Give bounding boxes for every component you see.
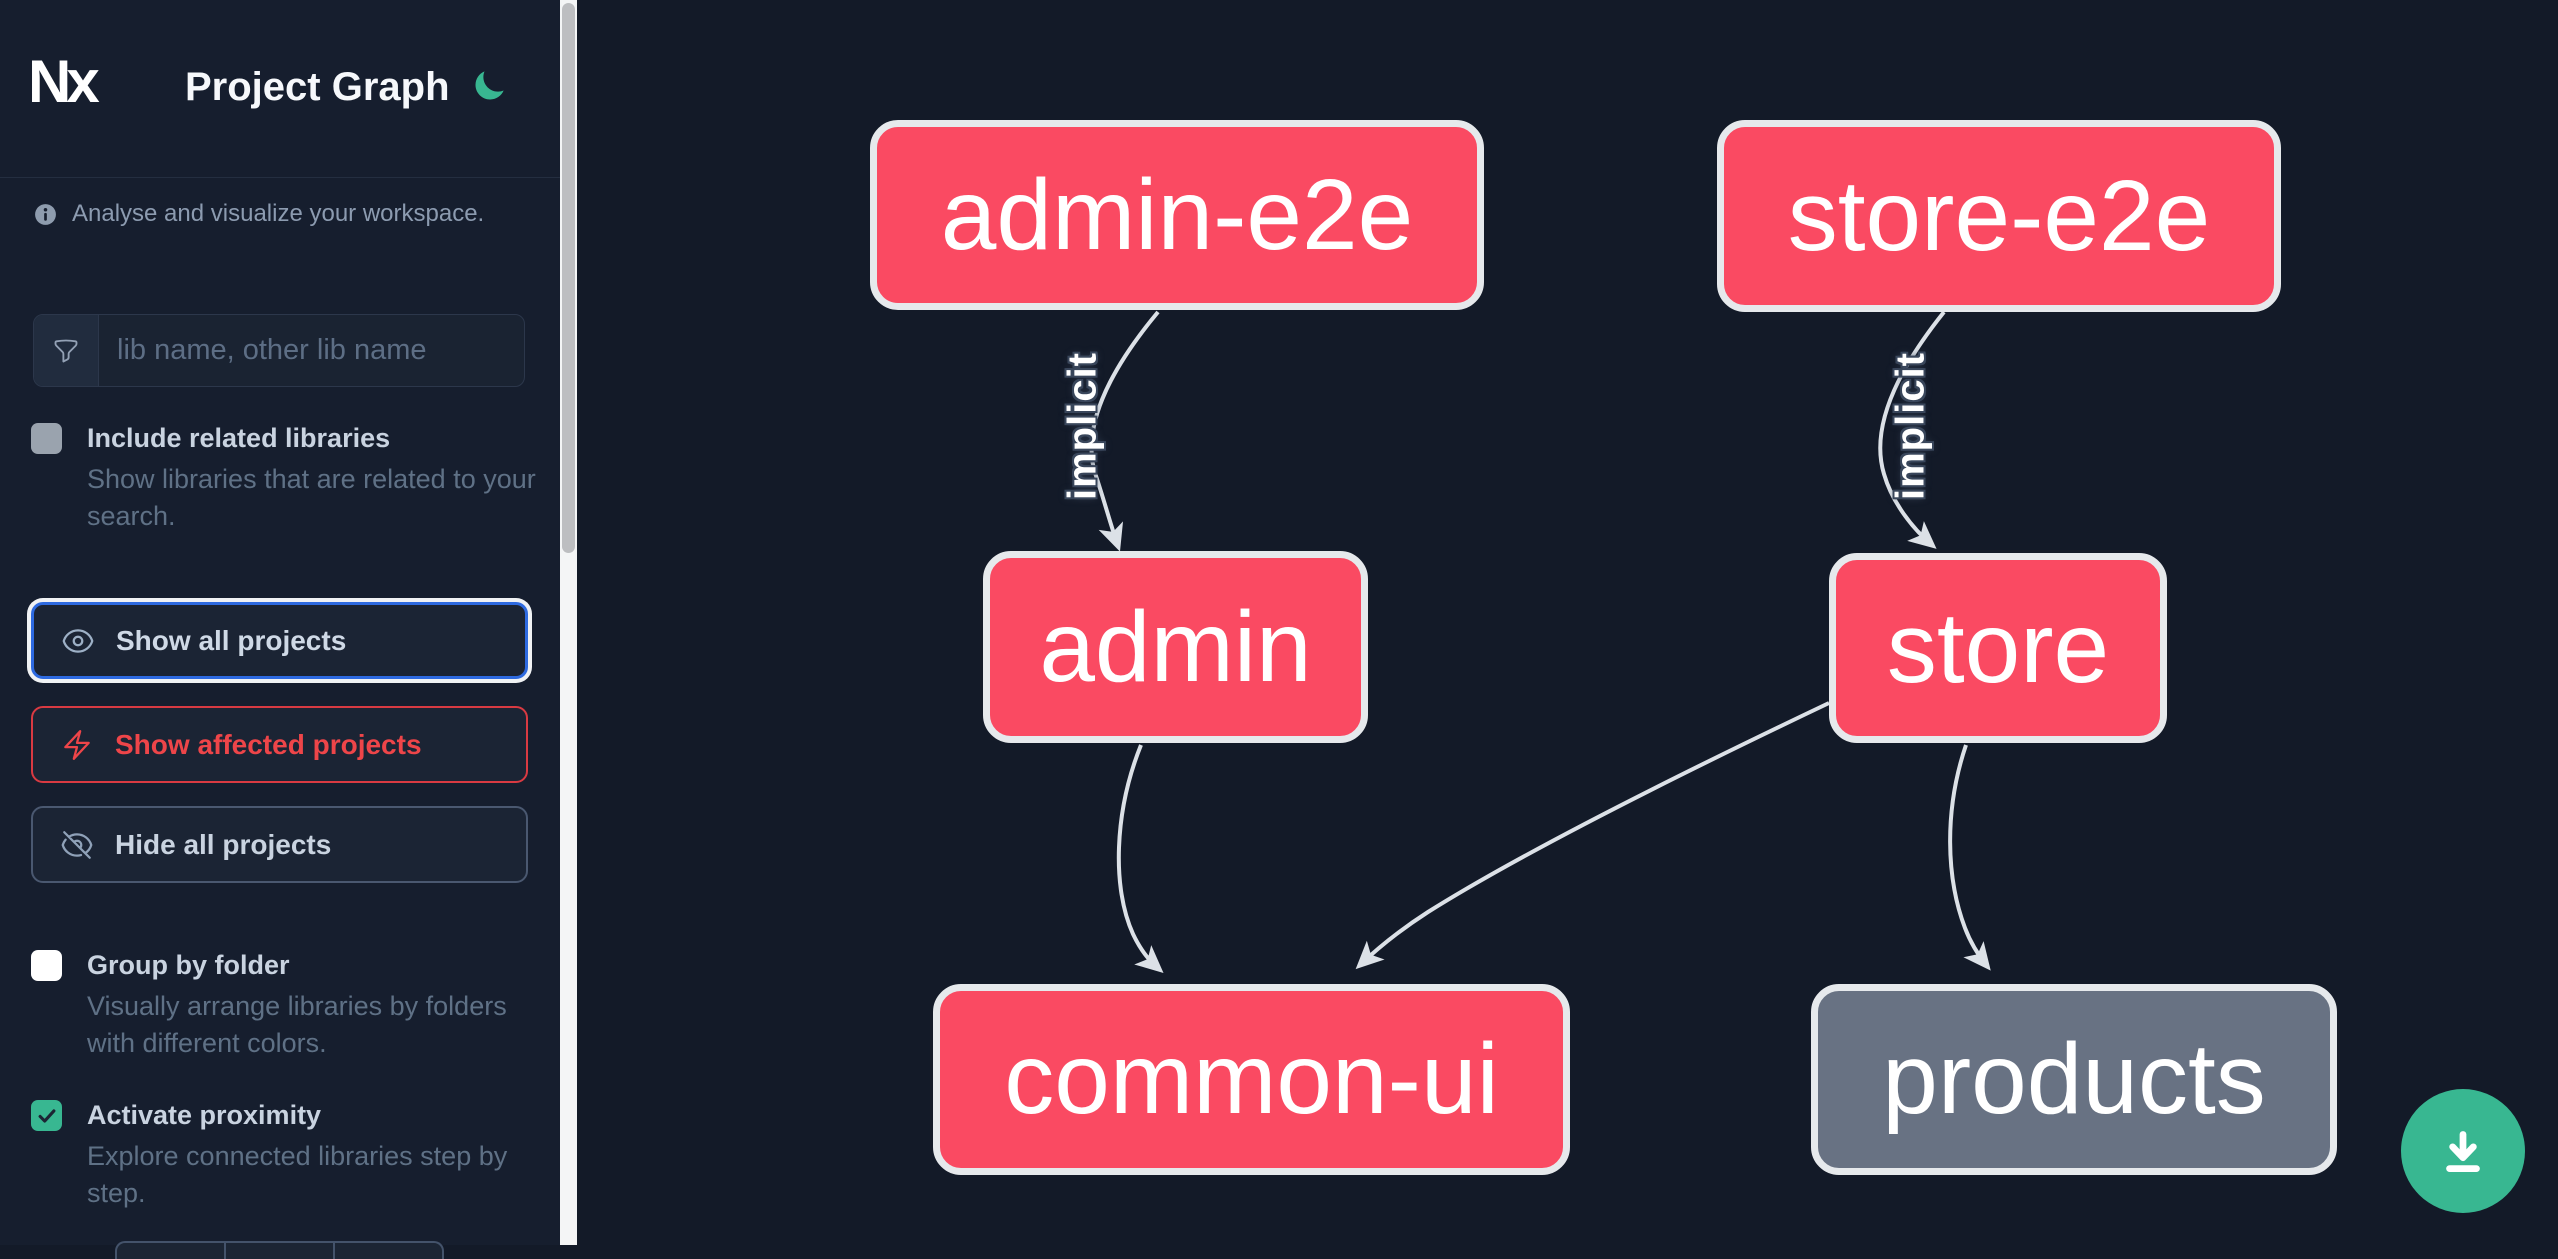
eye-slash-icon bbox=[60, 828, 94, 862]
toggle-description: Explore connected libraries step by step… bbox=[87, 1141, 508, 1208]
toggle-label: Group by folder bbox=[87, 950, 290, 980]
tagline-text: Analyse and visualize your workspace. bbox=[72, 200, 485, 227]
edge-label-implicit: implicit bbox=[1060, 351, 1105, 501]
eye-icon bbox=[61, 624, 95, 658]
download-button[interactable] bbox=[2401, 1089, 2525, 1213]
toggle-group-by-folder[interactable]: Group by folder Visually arrange librari… bbox=[31, 948, 531, 1062]
node-admin-e2e[interactable]: admin-e2e bbox=[870, 120, 1484, 310]
info-icon bbox=[35, 203, 56, 225]
node-store[interactable]: store bbox=[1829, 553, 2167, 743]
hide-all-projects-button[interactable]: Hide all projects bbox=[31, 806, 528, 883]
stepper-value bbox=[224, 1243, 333, 1259]
funnel-icon bbox=[34, 315, 99, 386]
proximity-stepper-partial[interactable] bbox=[115, 1241, 444, 1259]
search-box bbox=[33, 314, 525, 387]
toggle-include-related[interactable]: Include related libraries Show libraries… bbox=[31, 421, 536, 535]
node-common-ui[interactable]: common-ui bbox=[933, 984, 1570, 1175]
button-label: Show affected projects bbox=[115, 728, 422, 760]
edge-label-implicit: implicit bbox=[1888, 351, 1933, 501]
nx-logo: Nx bbox=[28, 48, 100, 115]
stepper-decrement[interactable] bbox=[117, 1243, 224, 1259]
sidebar-header: Nx Project Graph bbox=[0, 0, 560, 177]
sidebar-scrollbar-thumb[interactable] bbox=[562, 3, 575, 553]
show-affected-projects-button[interactable]: Show affected projects bbox=[31, 706, 528, 783]
tagline-row: Analyse and visualize your workspace. bbox=[33, 200, 484, 228]
show-all-projects-button[interactable]: Show all projects bbox=[31, 602, 528, 679]
checkbox-activate-proximity[interactable] bbox=[31, 1100, 62, 1131]
toggle-label: Include related libraries bbox=[87, 423, 391, 453]
button-label: Hide all projects bbox=[115, 828, 332, 860]
toggle-activate-proximity[interactable]: Activate proximity Explore connected lib… bbox=[31, 1098, 531, 1212]
node-products[interactable]: products bbox=[1811, 984, 2337, 1175]
checkbox-include-related[interactable] bbox=[31, 423, 62, 454]
bolt-icon bbox=[60, 728, 94, 762]
header-divider bbox=[0, 177, 560, 178]
theme-toggle-moon-icon[interactable] bbox=[471, 68, 507, 104]
download-icon bbox=[2446, 1131, 2480, 1172]
toggle-description: Visually arrange libraries by folders wi… bbox=[87, 991, 507, 1058]
checkbox-group-by-folder[interactable] bbox=[31, 950, 62, 981]
node-store-e2e[interactable]: store-e2e bbox=[1717, 120, 2281, 312]
button-label: Show all projects bbox=[116, 624, 347, 656]
sidebar: Nx Project Graph Analyse and visualize y… bbox=[0, 0, 560, 1259]
search-input[interactable] bbox=[99, 315, 524, 386]
toggle-description: Show libraries that are related to your … bbox=[87, 464, 536, 531]
page-title: Project Graph bbox=[185, 65, 450, 109]
stepper-increment[interactable] bbox=[333, 1243, 442, 1259]
toggle-label: Activate proximity bbox=[87, 1100, 322, 1130]
check-icon bbox=[38, 1108, 55, 1123]
node-admin[interactable]: admin bbox=[983, 551, 1368, 743]
